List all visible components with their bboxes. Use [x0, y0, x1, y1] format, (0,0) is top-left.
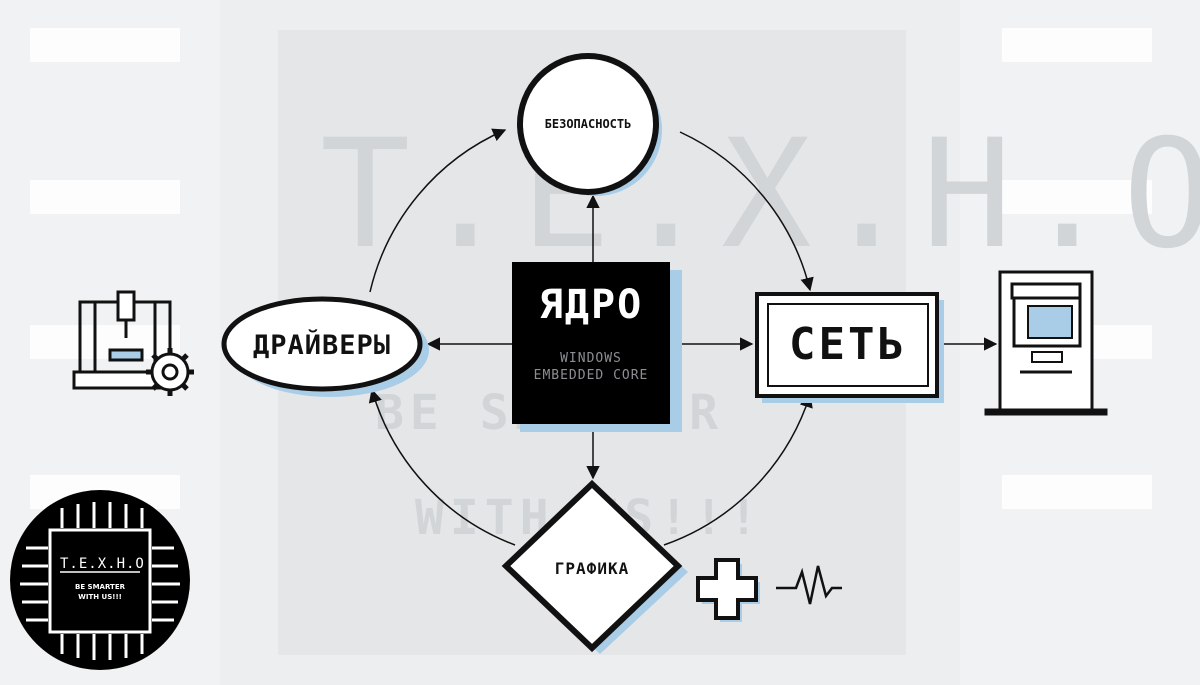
drivers-node: [221, 296, 429, 397]
chip-logo-icon: [10, 490, 190, 670]
arc-security-to-network: [679, 131, 814, 292]
heartbeat-pulse-icon: [776, 565, 842, 605]
background-bar: [1002, 475, 1152, 509]
background-bar: [30, 28, 180, 62]
security-node: [517, 53, 662, 196]
core-block: [512, 262, 682, 432]
graphics-node: [501, 479, 688, 654]
core-subtitle-line2: EMBEDDED CORE: [533, 368, 649, 383]
background-bar: [1002, 180, 1152, 214]
logo-title: T.E.X.H.O: [60, 556, 145, 572]
drivers-label: ДРАЙВЕРЫ: [252, 329, 392, 361]
core-subtitle: WINDOWS EMBEDDED CORE: [512, 350, 670, 384]
network-node: [755, 292, 944, 403]
logo-tagline-line2: WITH US!!!: [78, 593, 122, 601]
core-title: ЯДРО: [538, 282, 644, 328]
network-label: СЕТЬ: [789, 318, 907, 370]
core-subtitle-line1: WINDOWS: [560, 351, 622, 366]
watermark-title: T.E.X.H.O: [320, 108, 1200, 282]
atm-icon: [984, 270, 1108, 416]
logo-tagline-line1: BE SMARTER: [74, 583, 125, 591]
security-label: БЕЗОПАСНОСТЬ: [544, 117, 632, 131]
logo-tagline: BE SMARTER WITH US!!!: [60, 582, 140, 602]
graphics-label: ГРАФИКА: [554, 558, 630, 578]
arc-graphics-to-network: [663, 393, 813, 546]
arc-graphics-to-drivers: [368, 388, 516, 546]
gamepad-cross-icon: [696, 558, 760, 622]
cnc-machine-icon: [72, 290, 194, 396]
background-bar: [30, 180, 180, 214]
background-bar: [1002, 28, 1152, 62]
arc-drivers-to-security: [369, 128, 507, 293]
